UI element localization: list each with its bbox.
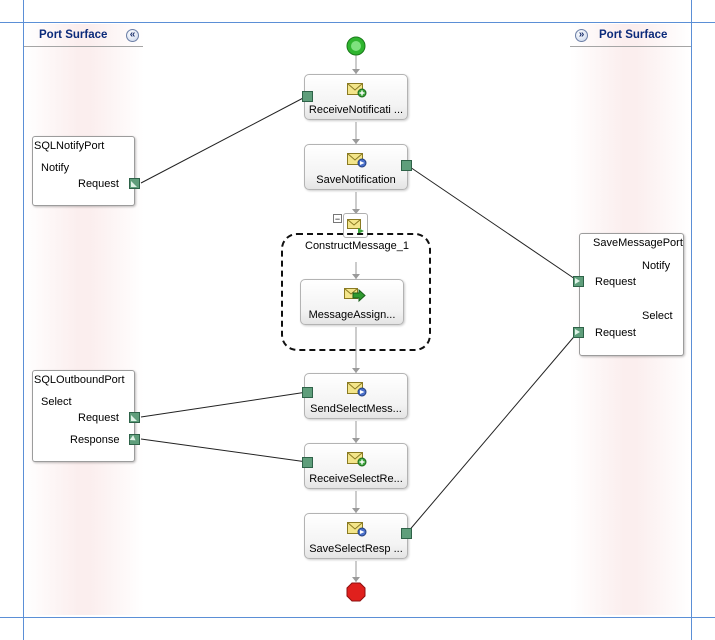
port-surface-left-title: Port Surface [39,29,108,41]
shape-label: SendSelectMess... [310,403,402,415]
shape-send-select-message[interactable]: SendSelectMess... [304,373,408,419]
shape-save-notification[interactable]: SaveNotification [304,144,408,190]
margin-guide-top [0,22,715,23]
save-message-notify-connector[interactable] [573,276,584,287]
sql-outbound-request-connector[interactable] [129,412,140,423]
envelope-send-icon [347,382,367,397]
construct-message-scope[interactable] [281,233,431,351]
port-operation: Select [41,396,72,408]
port-surface-left [24,24,144,615]
margin-guide-bottom [0,617,715,618]
shape-label: ReceiveNotificati ... [308,104,404,116]
port-operation-select: Select [642,310,673,322]
sql-outbound-response-connector[interactable] [129,434,140,445]
port-notify-request: Request [595,276,636,288]
port-response: Response [70,434,120,446]
port-binding-lines [140,95,579,534]
port-surface-left-header: Port Surface « [24,24,143,47]
margin-guide-left [23,0,24,640]
construct-message-label: ConstructMessage_1 [305,240,409,252]
double-chevron-right-icon: » [578,29,585,40]
port-request: Request [78,412,119,424]
shape-label: MessageAssign... [308,309,396,321]
double-chevron-left-icon: « [129,29,136,40]
sql-notify-request-connector[interactable] [129,178,140,189]
port-select-request: Request [595,327,636,339]
save-notification-port-connector[interactable] [401,160,412,171]
flow-arrowheads [352,69,360,582]
receive-select-port-connector[interactable] [302,457,313,468]
save-select-port-connector[interactable] [401,528,412,539]
port-sql-outbound[interactable]: SQLOutboundPort Select Request Response [32,370,135,462]
port-surface-right-title: Port Surface [599,29,668,41]
collapse-left-surface-button[interactable]: « [126,28,139,42]
port-surface-right-header: » Port Surface [570,24,691,47]
start-icon [346,36,366,56]
collapse-right-surface-button[interactable]: » [575,28,588,42]
envelope-receive-icon [347,452,367,467]
receive-notification-port-connector[interactable] [302,91,313,102]
shape-receive-select-response[interactable]: ReceiveSelectRe... [304,443,408,489]
shape-message-assign[interactable]: MessageAssign... [300,279,404,325]
envelope-send-icon [347,522,367,537]
port-message: Request [78,178,119,190]
shape-receive-notification[interactable]: ReceiveNotificati ... [304,74,408,120]
shape-label: SaveNotification [316,174,396,186]
scope-collapse-toggle[interactable]: − [333,214,342,224]
end-icon [346,582,366,602]
port-operation: Notify [41,162,70,174]
port-sql-notify[interactable]: SQLNotifyPort Notify Request [32,136,135,206]
margin-guide-right [691,0,692,640]
port-save-message[interactable]: SaveMessagePort Notify Request Select Re… [579,233,684,356]
envelope-send-icon [347,153,367,168]
shape-label: ReceiveSelectRe... [309,473,403,485]
shape-save-select-response[interactable]: SaveSelectResp ... [304,513,408,559]
port-operation-notify: Notify [642,260,671,272]
envelope-receive-icon [347,83,367,98]
port-name: SQLNotifyPort [34,140,105,152]
construct-message-icon [347,219,364,234]
port-name: SQLOutboundPort [34,374,125,386]
shape-label: SaveSelectResp ... [309,543,403,555]
save-message-select-connector[interactable] [573,327,584,338]
send-select-port-connector[interactable] [302,387,313,398]
port-name: SaveMessagePort [593,237,683,249]
message-assign-icon [344,288,366,303]
